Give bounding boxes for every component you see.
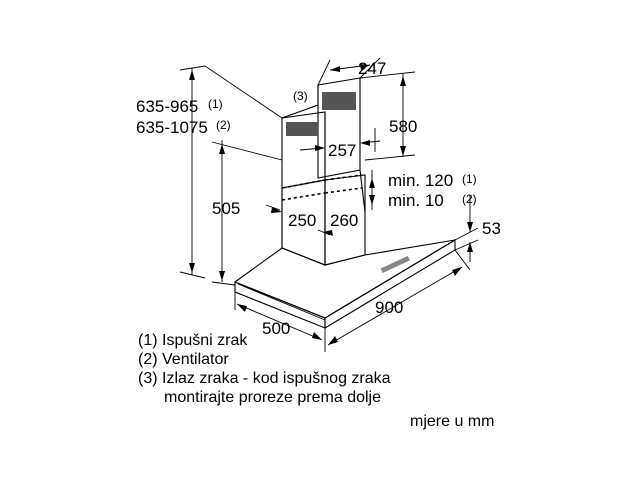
chimney-inner-width-label: 257 [328,141,356,160]
upper-height-dimension [359,71,416,161]
min-120-label: min. 120 [388,171,453,190]
min-10-label: min. 10 [388,191,444,210]
lower-chimney-dimension [265,204,333,236]
height-range-1-note: (1) [208,97,223,111]
lower-height-label: 505 [212,199,240,218]
legend-item-2: (2) Ventilator [138,351,229,368]
canopy-width-label: 900 [375,298,403,317]
canopy-width-dimension [324,249,471,352]
chimney-upper [281,77,366,265]
inner-width-dimension [299,128,381,152]
overall-height-dimension [179,65,283,279]
canopy-depth-label: 500 [262,319,290,338]
chimney-depth-dimension [317,57,381,86]
min-10-note: (2) [462,192,477,206]
canopy-depth-dimension [234,292,323,341]
min-120-note: (1) [462,172,477,186]
legend-item-3-line2: montirajte proreze prema dolje [164,389,381,406]
lower-chimney-depth-label: 260 [330,211,358,230]
min-gap-dimension [369,170,375,210]
height-range-2-note: (2) [216,118,231,132]
lower-height-dimension [211,140,283,286]
callout-3-label: (3) [293,89,308,103]
air-outlet-slots-icon [286,92,356,136]
legend-item-3-line1: (3) Izlaz zraka - kod ispušnog zraka [138,370,391,387]
units-note: mjere u mm [410,413,495,430]
canopy-thickness-dimension [454,195,479,262]
chimney-overlap-dashed [281,174,363,201]
height-range-2-label: 635-1075 [136,118,208,137]
canopy-thickness-label: 53 [482,219,501,238]
height-range-1-label: 635-965 [136,97,198,116]
lower-chimney-width-label: 250 [288,211,316,230]
chimney-upper-height-label: 580 [389,117,417,136]
legend-item-1: (1) Ispušni zrak [138,332,248,349]
chimney-depth-label: 247 [358,59,386,78]
canopy [233,239,456,329]
